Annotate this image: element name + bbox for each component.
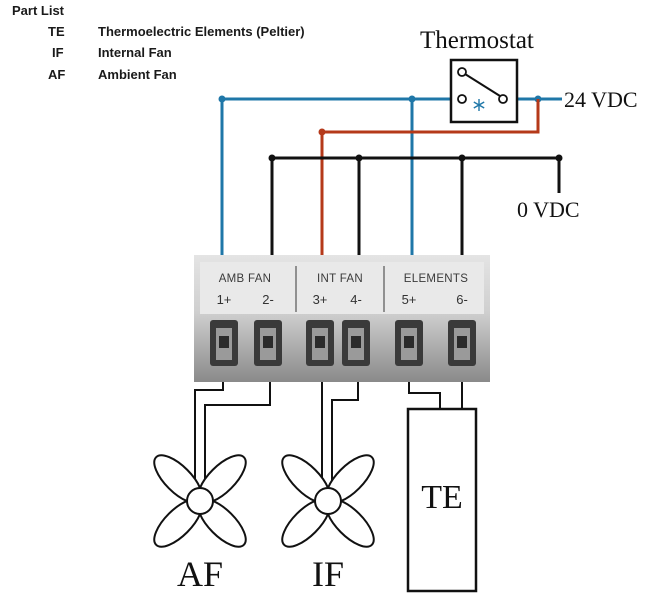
terminal-block-label-plate [200, 262, 484, 314]
part-list: Part List TE Thermoelectric Elements (Pe… [12, 3, 305, 82]
ambient-fan: AF [153, 454, 247, 594]
terminal-label-1: 1+ [217, 292, 232, 307]
supply-0vdc-label: 0 VDC [517, 197, 580, 222]
part-list-title: Part List [12, 3, 65, 18]
fan-icon [281, 454, 375, 548]
wire-0vdc [268, 154, 563, 255]
screw-terminal [210, 320, 238, 366]
thermoelectric-element: TE [406, 407, 478, 593]
load-wiring [194, 382, 463, 480]
supply-24vdc-label: 24 VDC [564, 87, 638, 112]
switch-blade [464, 73, 501, 97]
snowflake-icon [473, 99, 485, 111]
terminal-block: AMB FAN INT FAN ELEMENTS 1+ 2- 3+ 4- 5+ … [194, 255, 490, 382]
part-list-code-te: TE [48, 24, 65, 39]
screw-terminal [254, 320, 282, 366]
part-list-code-af: AF [48, 67, 65, 82]
group-label-amb-fan: AMB FAN [219, 273, 272, 285]
thermostat: Thermostat [420, 27, 534, 124]
part-list-name-af: Ambient Fan [98, 67, 177, 82]
fan-icon [153, 454, 247, 548]
wire-switched [318, 99, 540, 255]
group-label-elements: ELEMENTS [404, 273, 468, 285]
switch-contact [457, 94, 467, 104]
switch-contact [498, 94, 508, 104]
screw-terminal [342, 320, 370, 366]
thermostat-label: Thermostat [420, 27, 534, 54]
terminal-label-6: 6- [456, 292, 468, 307]
terminal-label-5: 5+ [402, 292, 417, 307]
part-list-name-if: Internal Fan [98, 45, 172, 60]
terminal-label-4: 4- [350, 292, 362, 307]
screw-terminal [448, 320, 476, 366]
group-label-int-fan: INT FAN [317, 273, 363, 285]
internal-fan-label: IF [312, 554, 344, 594]
screw-terminal [306, 320, 334, 366]
screw-terminal [395, 320, 423, 366]
ambient-fan-label: AF [177, 554, 223, 594]
switch-contact [457, 67, 467, 77]
terminal-label-3: 3+ [313, 292, 328, 307]
part-list-name-te: Thermoelectric Elements (Peltier) [98, 24, 305, 39]
part-list-code-if: IF [52, 45, 64, 60]
internal-fan: IF [281, 454, 375, 594]
terminal-label-2: 2- [262, 292, 274, 307]
te-box [406, 407, 478, 593]
te-label: TE [421, 479, 463, 516]
